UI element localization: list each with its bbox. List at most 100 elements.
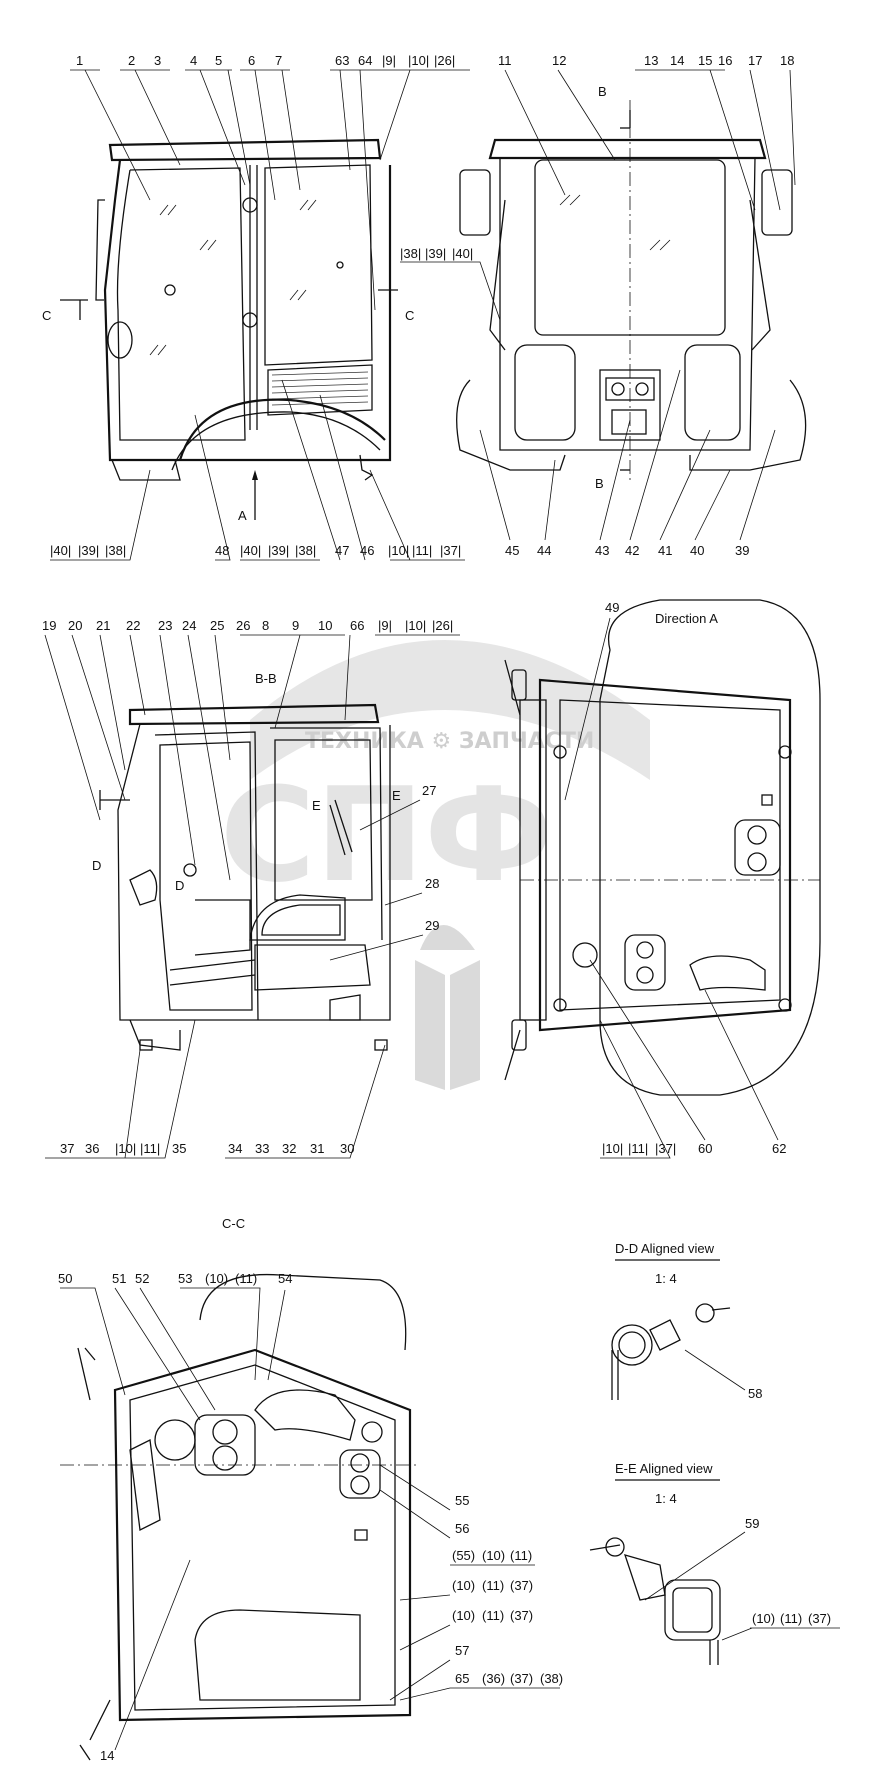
callout: 16 xyxy=(718,53,732,68)
callout: (10) xyxy=(205,1271,228,1286)
callout: |39| xyxy=(78,543,99,558)
callout: 52 xyxy=(135,1271,149,1286)
callout: (10) xyxy=(452,1608,475,1623)
dd-view-scale: 1: 4 xyxy=(655,1271,677,1286)
dd-view-title: D-D Aligned view xyxy=(615,1241,715,1256)
callout: 19 xyxy=(42,618,56,633)
callout: |9| xyxy=(378,618,392,633)
callout: (11) xyxy=(482,1608,504,1623)
callouts-cc-top: 50 51 52 53 (10) (11) 54 xyxy=(58,1271,292,1421)
callout: 41 xyxy=(658,543,672,558)
callouts-top-left: 1 2 3 4 5 6 7 63 64 |9| |10| |26| xyxy=(70,53,470,311)
callout: |39| xyxy=(425,246,446,261)
callout: B xyxy=(595,476,604,491)
callout: |10| xyxy=(115,1141,136,1156)
cab-bottom-view-direction-a xyxy=(504,599,821,1096)
callouts-row2-bottom-left: 37 36 |10| |11| 35 34 33 32 31 30 xyxy=(45,1019,386,1159)
callout: 14 xyxy=(670,53,684,68)
callout: |39| xyxy=(268,543,289,558)
section-b-bottom-marker: B xyxy=(595,469,630,491)
callouts-row2-top-left: 19 20 21 22 23 24 25 26 8 9 10 66 |9| |1… xyxy=(42,618,460,881)
callout: 23 xyxy=(158,618,172,633)
callout: |40| xyxy=(50,543,71,558)
cab-side-view xyxy=(95,138,392,481)
section-b-top-marker: B xyxy=(598,84,631,129)
callout: 5 xyxy=(215,53,222,68)
callouts-cc-right: 55 56 (55) (10) (11) (10) (11) (37) (10)… xyxy=(379,1464,563,1701)
callout: B xyxy=(598,84,607,99)
watermark-logo: СПФ xyxy=(220,759,553,911)
callout: 54 xyxy=(278,1271,292,1286)
callout: 1 xyxy=(76,53,83,68)
callout: A xyxy=(238,508,247,523)
callout: |38| xyxy=(400,246,421,261)
callout: (37) xyxy=(510,1671,533,1686)
callout: |40| xyxy=(452,246,473,261)
callouts-row1-bottom: |40| |39| |38| 48 |40| |39| |38| 47 46 |… xyxy=(50,369,776,561)
callout: |9| xyxy=(382,53,396,68)
callout: 59 xyxy=(745,1516,759,1531)
ee-view-title: E-E Aligned view xyxy=(615,1461,713,1476)
callout: (37) xyxy=(510,1608,533,1623)
callout: E xyxy=(312,798,321,813)
callout: 53 xyxy=(178,1271,192,1286)
callout: (37) xyxy=(808,1611,831,1626)
callout: (10) xyxy=(452,1578,475,1593)
callout: 8 xyxy=(262,618,269,633)
callout: 62 xyxy=(772,1141,786,1156)
callout: 65 xyxy=(455,1671,469,1686)
callout: 31 xyxy=(310,1141,324,1156)
callout: (11) xyxy=(482,1578,504,1593)
callout: 55 xyxy=(455,1493,469,1508)
callout: 4 xyxy=(190,53,197,68)
wheat-logo-icon xyxy=(415,925,480,1090)
callout: 25 xyxy=(210,618,224,633)
callout: |38| xyxy=(105,543,126,558)
callout: 66 xyxy=(350,618,364,633)
callout: 15 xyxy=(698,53,712,68)
callout: E xyxy=(392,788,401,803)
callout: 22 xyxy=(126,618,140,633)
callout: |26| xyxy=(432,618,453,633)
callout: |10| xyxy=(602,1141,623,1156)
direction-a-title: Direction A xyxy=(655,611,718,626)
section-cc-title: C-C xyxy=(222,1216,245,1231)
section-e-marker: E E xyxy=(312,788,401,813)
callout: 11 xyxy=(498,53,512,68)
callout: 26 xyxy=(236,618,250,633)
callout: 6 xyxy=(248,53,255,68)
direction-a-arrow: A xyxy=(238,470,258,523)
callout: 24 xyxy=(182,618,196,633)
callout: 45 xyxy=(505,543,519,558)
callout: D xyxy=(175,878,184,893)
callout: 3 xyxy=(154,53,161,68)
section-c-right-marker: C xyxy=(378,289,414,323)
callout: |37| xyxy=(440,543,461,558)
callout: |11| xyxy=(628,1141,648,1156)
callout: (11) xyxy=(510,1548,532,1563)
callout: 63 xyxy=(335,53,349,68)
callout: 20 xyxy=(68,618,82,633)
callout: |40| xyxy=(240,543,261,558)
dd-aligned-view xyxy=(611,1303,731,1400)
callout: |11| xyxy=(412,543,432,558)
callout: D xyxy=(92,858,101,873)
callout: 37 xyxy=(60,1141,74,1156)
callout: 10 xyxy=(318,618,332,633)
callout: 9 xyxy=(292,618,299,633)
callout: 34 xyxy=(228,1141,242,1156)
ee-view-scale: 1: 4 xyxy=(655,1491,677,1506)
callout: 13 xyxy=(644,53,658,68)
callout: 48 xyxy=(215,543,229,558)
callout: (11) xyxy=(235,1271,257,1286)
callout: |26| xyxy=(434,53,455,68)
callout: 49 xyxy=(605,600,619,615)
callout: |38| xyxy=(295,543,316,558)
callouts-mid-left-bracket: |38| |39| |40| xyxy=(400,246,501,321)
callout: |11| xyxy=(140,1141,160,1156)
callout: 32 xyxy=(282,1141,296,1156)
section-c-left-marker: C xyxy=(42,299,88,323)
callout: (10) xyxy=(752,1611,775,1626)
callout: (11) xyxy=(780,1611,802,1626)
